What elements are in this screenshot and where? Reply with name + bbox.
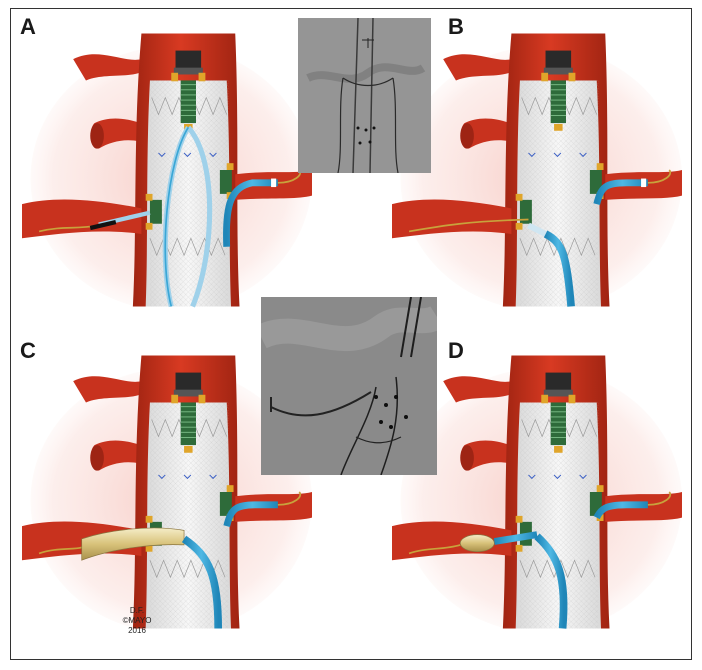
panel-label-b: B (448, 14, 464, 39)
panel-label-a: A (20, 14, 36, 39)
fluoroscopy-image-middle (261, 297, 437, 475)
panel-label-c: C (20, 338, 36, 363)
fluoroscopy-image-top (298, 18, 431, 173)
credit-year: 2016 (128, 626, 146, 635)
panel-d-illustration (392, 342, 682, 642)
panel-b-illustration (392, 20, 682, 320)
panel-c-illustration (22, 342, 312, 642)
panel-a-illustration (22, 20, 312, 320)
credit-org: ©MAYO (122, 616, 152, 625)
panel-label-d: D (448, 338, 464, 363)
artist-credit: D.F. ©MAYO 2016 (107, 606, 167, 636)
credit-initials: D.F. (129, 606, 145, 615)
